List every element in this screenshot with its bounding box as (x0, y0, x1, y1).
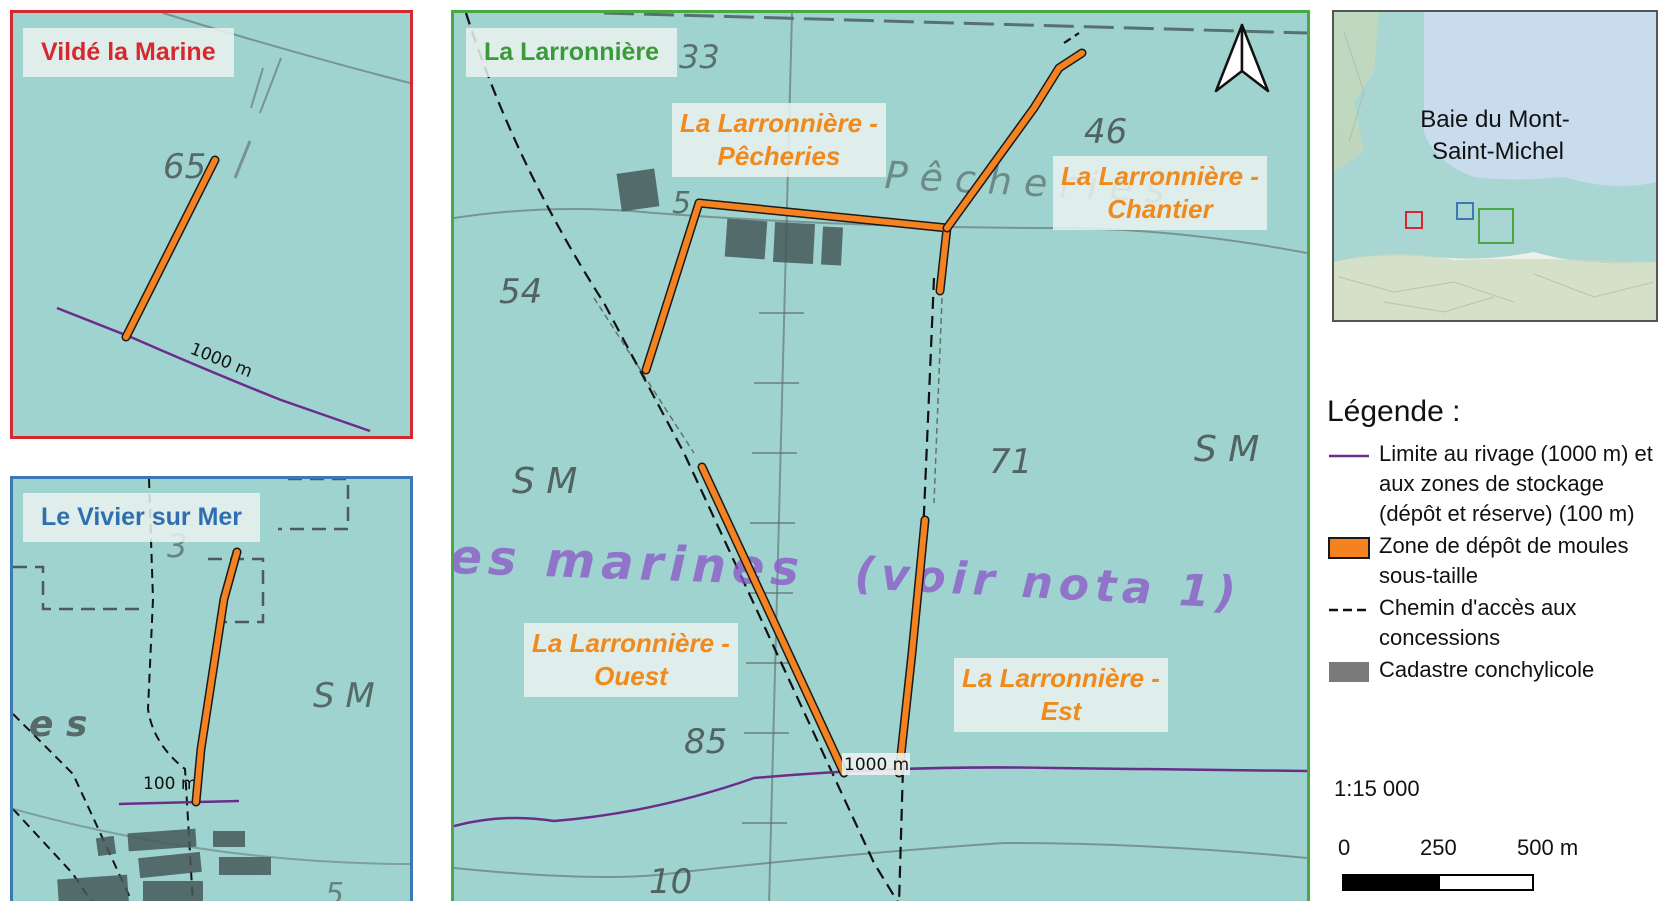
depth-sounding: 65 (163, 147, 206, 187)
panel-title: Vildé la Marine (23, 28, 234, 77)
vilde-map-canvas: 65 1000 m (56, 13, 410, 433)
location-marker-vivier[interactable] (1456, 202, 1474, 220)
map-panel-le-vivier-sur-mer[interactable]: 3 S M e s 5 100 m Le Vivier sur Mer (10, 476, 413, 901)
deposit-zone-chantier[interactable] (944, 50, 1085, 231)
legend-item-limit: Limite au rivage (1000 m) et aux zones d… (1327, 439, 1667, 529)
grey-rect-icon (1329, 662, 1369, 682)
depth-sounding: 71 (989, 442, 1032, 482)
north-arrow-icon (1214, 23, 1270, 93)
overview-map[interactable]: Baie du Mont- Saint-Michel (1332, 10, 1658, 322)
panel-title: La Larronnière (466, 28, 678, 77)
scale-label: 0 (1338, 835, 1351, 860)
legend-item-access-path: Chemin d'accès aux concessions (1327, 593, 1667, 653)
dashed-line-icon (1329, 608, 1369, 612)
map-panel-vilde-la-marine[interactable]: 65 1000 m Vildé la Marine (10, 10, 413, 439)
scale-ratio: 1:15 000 (1334, 776, 1420, 801)
map-panel-la-larronniere[interactable]: 33 46 54 5 71 85 10 S M S M P ê c h e r … (451, 10, 1310, 901)
scale-label: 500 m (1517, 835, 1579, 860)
location-marker-larronniere[interactable] (1478, 208, 1514, 244)
legend-label: Chemin d'accès aux concessions (1379, 595, 1577, 650)
seabed-code: S M (1194, 429, 1259, 470)
access-path (146, 479, 194, 901)
deposit-zone-vilde[interactable] (123, 157, 218, 340)
depth-sounding: 54 (499, 272, 542, 312)
legend-label: Limite au rivage (1000 m) et aux zones d… (1379, 441, 1653, 526)
zone-label-est: La Larronnière -Est (954, 658, 1168, 732)
chart-text: e s (29, 704, 87, 745)
vivier-map-canvas: 3 S M e s 5 100 m (13, 479, 410, 901)
legend-label: Cadastre conchylicole (1379, 657, 1595, 682)
panel-title: Le Vivier sur Mer (23, 493, 261, 542)
deposit-zone-vivier[interactable] (193, 549, 240, 805)
overview-map-canvas: Baie du Mont- Saint-Michel (1334, 12, 1656, 320)
legend-title: Légende : (1327, 395, 1461, 428)
zone-label-pecheries: La Larronnière -Pêcheries (672, 103, 886, 177)
deposit-zone-ouest[interactable] (699, 464, 847, 776)
depth-sounding: 5 (325, 877, 344, 901)
depth-sounding: 46 (1084, 112, 1127, 152)
depth-sounding: 85 (684, 722, 727, 762)
limit-line (56, 306, 371, 433)
purple-line-icon (1329, 454, 1369, 458)
depth-sounding: 33 (679, 38, 720, 76)
zone-label-chantier: La Larronnière -Chantier (1053, 156, 1267, 230)
legend: Légende : Limite au rivage (1000 m) et a… (1327, 395, 1667, 687)
depth-sounding: 5 (672, 186, 691, 221)
legend-item-deposit-zone: Zone de dépôt de moules sous-taille (1327, 531, 1667, 591)
overview-label: Saint-Michel (1432, 138, 1564, 165)
limit-distance-label: 1000 m (844, 755, 909, 775)
orange-rect-icon (1328, 537, 1370, 559)
deposit-zone-est[interactable] (896, 517, 928, 776)
seabed-code: S M (313, 676, 375, 716)
deposit-zone-pecheries[interactable] (643, 200, 950, 373)
cadastre-parcels (616, 168, 843, 266)
location-marker-vilde[interactable] (1405, 211, 1423, 229)
limit-line (454, 766, 1307, 828)
zone-label-ouest: La Larronnière -Ouest (524, 623, 738, 697)
scale-bar (1342, 874, 1534, 891)
access-path (13, 713, 133, 901)
limit-distance-label: 100 m (143, 774, 197, 794)
scale-label: 250 (1420, 835, 1457, 860)
cadastre-parcels (57, 828, 271, 901)
legend-label: Zone de dépôt de moules sous-taille (1379, 533, 1629, 588)
depth-sounding: 10 (649, 862, 692, 901)
seabed-code: S M (512, 461, 577, 502)
limit-line (118, 799, 240, 806)
overview-label: Baie du Mont- (1420, 106, 1569, 133)
legend-item-cadastre: Cadastre conchylicole (1327, 655, 1667, 685)
